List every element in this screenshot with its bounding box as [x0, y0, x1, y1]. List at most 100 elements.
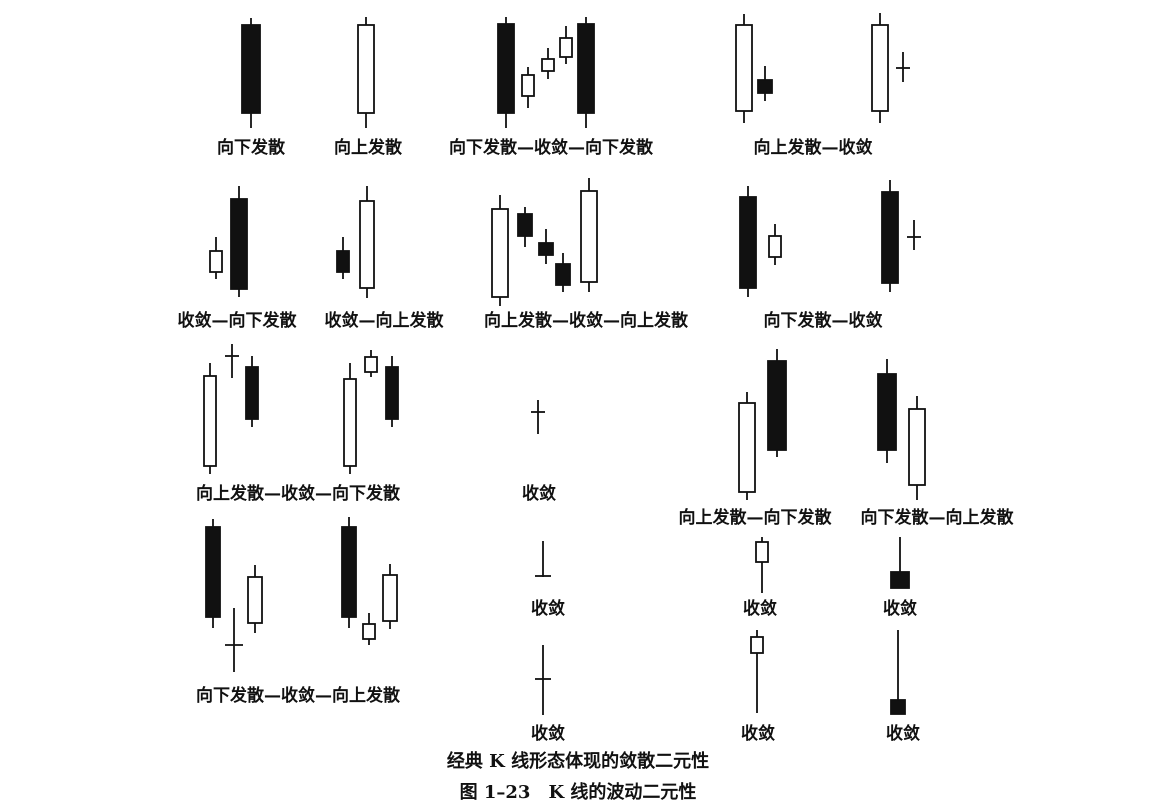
- candle-body: [203, 375, 217, 467]
- filled-candle: [881, 180, 899, 292]
- label-converge-hollow-lowshadow: 收敛: [743, 599, 777, 619]
- label-downward-divergence: 向下发散: [217, 138, 285, 158]
- hollow-candle: [247, 565, 263, 633]
- hollow-candle: [768, 224, 782, 265]
- candle-body: [230, 198, 248, 290]
- filled-candle: [341, 517, 357, 628]
- candle-body: [362, 623, 376, 640]
- candle-body: [359, 200, 375, 289]
- candle-body: [247, 576, 263, 624]
- candle-body: [877, 373, 897, 451]
- candle-body: [735, 24, 753, 112]
- hollow-candle: [908, 396, 926, 500]
- candle-body: [382, 574, 398, 622]
- filled-candle: [538, 229, 554, 264]
- candle-body: [890, 699, 906, 715]
- candle-body: [757, 79, 773, 94]
- candle-body: [739, 196, 757, 289]
- label-down-converge: 向下发散—收敛: [763, 311, 883, 331]
- candle-body: [245, 366, 259, 420]
- label-converge-doji: 收敛: [522, 484, 556, 504]
- hollow-candle: [750, 630, 764, 713]
- candle-body: [341, 526, 357, 618]
- doji-cross: [225, 608, 243, 672]
- candle-body: [580, 190, 598, 283]
- filled-candle: [497, 17, 515, 128]
- hollow-candle: [580, 178, 598, 292]
- candle-body: [491, 208, 509, 298]
- filled-candle: [230, 186, 248, 297]
- label-up-converge-up: 向上发散—收敛—向上发散: [484, 311, 688, 331]
- filled-candle: [739, 186, 757, 297]
- hollow-candle: [521, 67, 535, 108]
- candle-body: [750, 636, 764, 654]
- candle-body: [538, 242, 554, 256]
- candle-body: [890, 571, 910, 589]
- doji-cross: [225, 344, 239, 378]
- filled-candle: [877, 359, 897, 463]
- filled-candle: [245, 356, 259, 427]
- hollow-candle: [735, 14, 753, 123]
- hollow-candle: [203, 363, 217, 474]
- hollow-candle: [357, 17, 375, 128]
- candle-body: [364, 356, 378, 373]
- candle-body: [767, 360, 787, 451]
- label-converge-inverted-t: 收敛: [531, 599, 565, 619]
- candle-body: [577, 23, 595, 114]
- label-upward-divergence: 向上发散: [334, 138, 402, 158]
- filled-candle: [890, 630, 906, 715]
- hollow-candle: [871, 13, 889, 123]
- filled-candle: [241, 18, 261, 128]
- hollow-candle: [738, 392, 756, 500]
- doji-cross: [535, 645, 551, 715]
- label-up-down: 向上发散—向下发散: [678, 508, 832, 528]
- filled-candle: [767, 349, 787, 457]
- filled-candle: [890, 537, 910, 589]
- candle-body: [541, 58, 555, 72]
- label-down-converge-up: 向下发散—收敛—向上发散: [196, 686, 400, 706]
- filled-candle: [757, 66, 773, 101]
- filled-candle: [385, 356, 399, 427]
- hollow-candle: [559, 26, 573, 64]
- doji-cross: [896, 52, 910, 82]
- label-converge-filled-upshadow: 收敛: [883, 599, 917, 619]
- label-converge-hollow-longshadow: 收敛: [741, 724, 775, 744]
- filled-candle: [555, 253, 571, 292]
- hollow-candle: [491, 195, 509, 306]
- hollow-candle: [755, 537, 769, 593]
- hollow-candle: [541, 48, 555, 79]
- label-converge-filled-longshadow: 收敛: [886, 724, 920, 744]
- hollow-candle: [362, 613, 376, 645]
- filled-candle: [517, 207, 533, 247]
- label-down-converge-down: 向下发散—收敛—向下发散: [449, 138, 653, 158]
- label-up-converge: 向上发散—收敛: [753, 138, 873, 158]
- hollow-candle: [209, 237, 223, 279]
- candle-body: [908, 408, 926, 486]
- candle-body: [343, 378, 357, 467]
- hollow-candle: [382, 564, 398, 629]
- candle-body: [241, 24, 261, 114]
- candle-body: [555, 263, 571, 286]
- label-down-up: 向下发散—向上发散: [860, 508, 1014, 528]
- candle-body: [755, 541, 769, 563]
- candle-body: [738, 402, 756, 493]
- candle-body: [209, 250, 223, 273]
- label-converge-cross: 收敛: [531, 724, 565, 744]
- hollow-candle: [343, 363, 357, 474]
- candle-body: [517, 213, 533, 237]
- label-up-converge-down: 向上发散—收敛—向下发散: [196, 484, 400, 504]
- candle-body: [205, 526, 221, 618]
- candle-body: [871, 24, 889, 112]
- candle-body: [521, 74, 535, 97]
- label-converge-up: 收敛—向上发散: [324, 311, 444, 331]
- hollow-candle: [364, 350, 378, 377]
- doji-cross: [531, 400, 545, 434]
- candle-body: [881, 191, 899, 284]
- candle-body: [336, 250, 350, 273]
- doji-cross: [535, 541, 551, 577]
- figure-title: 图 1–23 K 线的波动二元性: [459, 782, 697, 803]
- filled-candle: [205, 519, 221, 628]
- candle-body: [559, 37, 573, 58]
- candlestick-group: [203, 13, 926, 715]
